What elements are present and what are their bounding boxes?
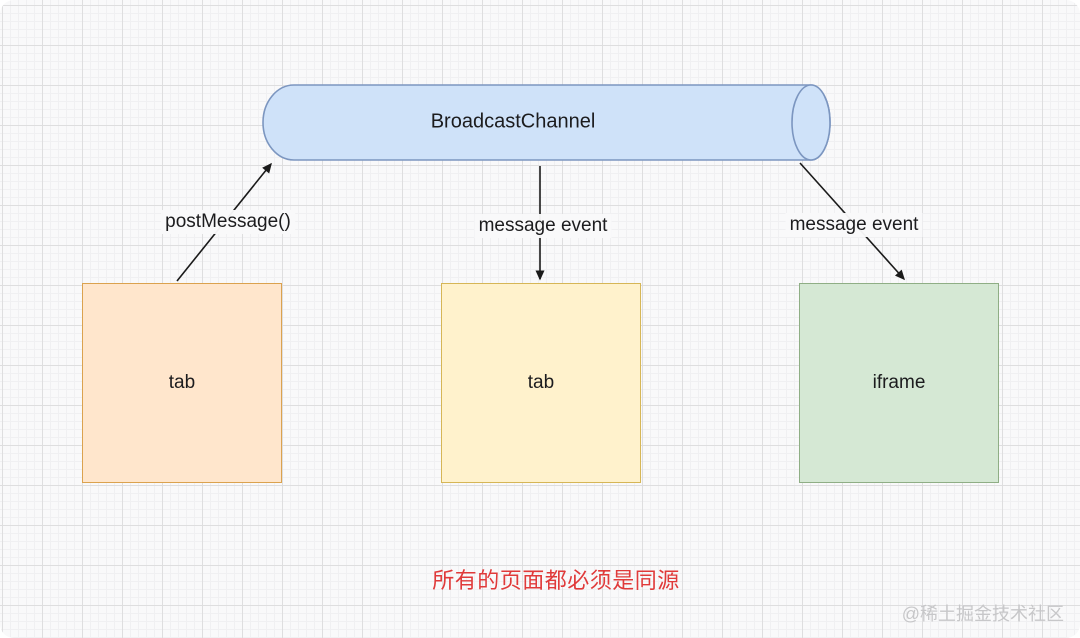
- broadcast-channel-label: BroadcastChannel: [430, 110, 596, 133]
- node-tab-middle: tab: [441, 283, 641, 483]
- edge-label-message-event-middle: message event: [474, 214, 612, 238]
- node-iframe-right-label: iframe: [872, 372, 926, 393]
- cylinder-cap-ellipse: [791, 84, 831, 161]
- node-tab-left: tab: [82, 283, 282, 483]
- broadcast-channel-cylinder: [262, 84, 831, 161]
- node-iframe-right: iframe: [799, 283, 999, 483]
- same-origin-caption: 所有的页面都必须是同源: [432, 568, 680, 593]
- node-tab-middle-label: tab: [527, 372, 555, 393]
- node-tab-left-label: tab: [168, 372, 196, 393]
- watermark-text: @稀土掘金技术社区: [901, 604, 1064, 624]
- edge-label-message-event-right: message event: [785, 213, 923, 237]
- edge-label-postmessage: postMessage(): [161, 210, 295, 234]
